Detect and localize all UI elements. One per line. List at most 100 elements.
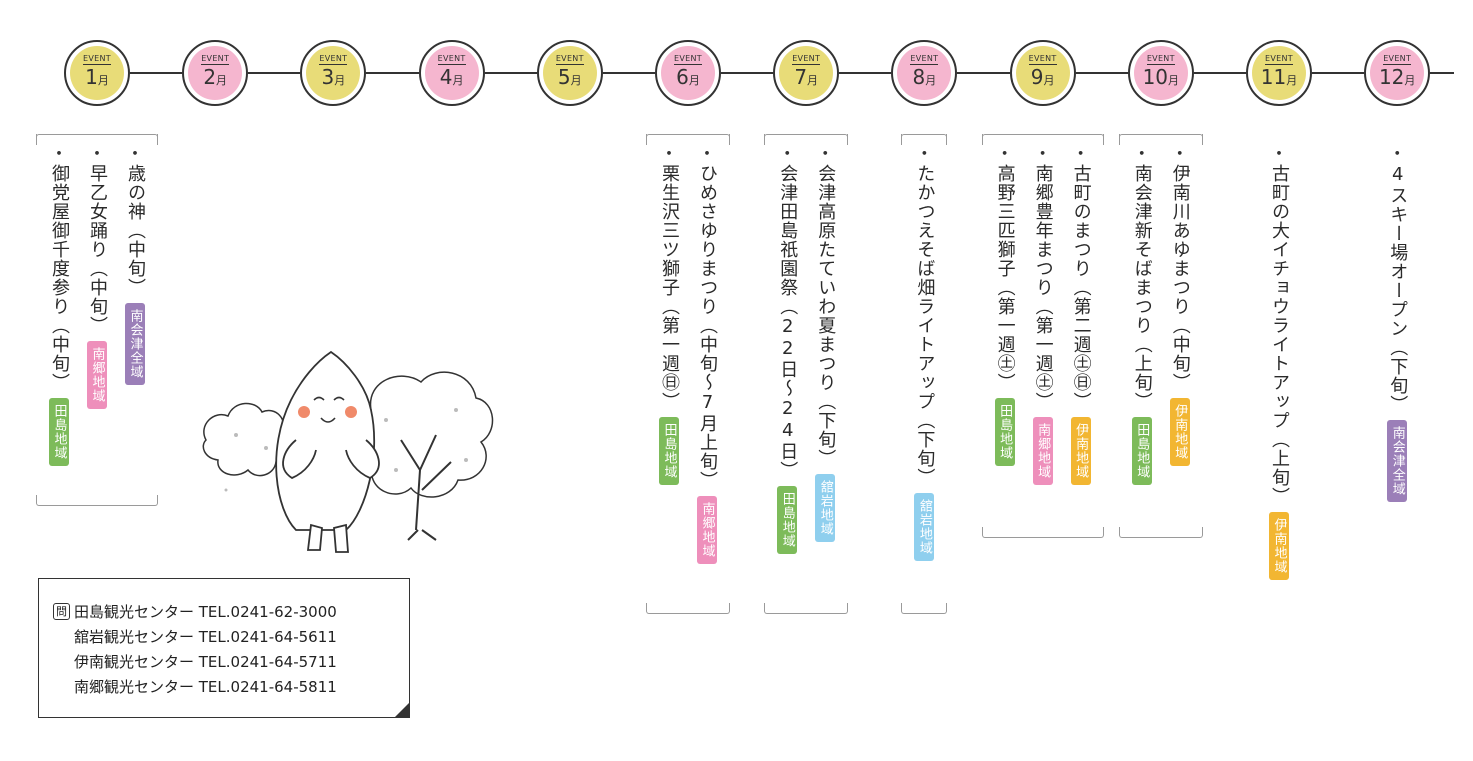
- area-tag: 舘岩地域: [914, 493, 935, 561]
- bullet: ・: [50, 144, 68, 165]
- area-tag: 田島地域: [49, 398, 69, 466]
- event-group-bracket: [36, 134, 158, 506]
- month-label: 7月: [794, 66, 818, 92]
- event-name: 古町のまつり（第二週㊏㊐）: [1070, 164, 1092, 411]
- month-number: 10: [1142, 64, 1169, 89]
- month-unit: 月: [97, 73, 109, 87]
- month-unit: 月: [1168, 73, 1180, 87]
- timeline-connector: [957, 72, 1010, 74]
- event-label: EVENT: [674, 53, 702, 65]
- event-item: ・南郷豊年まつり（第一週㊏） 南郷地域: [1027, 144, 1059, 485]
- event-name: 会津田島祇園祭（22日〜24日）: [777, 164, 799, 480]
- event-name: 古町の大イチョウライトアップ（上旬）: [1269, 164, 1290, 506]
- event-name: たかつえそば畑ライトアップ（下旬）: [914, 164, 936, 487]
- timeline-connector: [1075, 72, 1128, 74]
- event-item: ・会津田島祇園祭（22日〜24日）田島地域: [771, 146, 803, 554]
- event-item: ・4スキー場オープン（下旬）南会津全域: [1381, 146, 1413, 502]
- event-name: 4スキー場オープン（下旬）: [1387, 164, 1409, 414]
- month-number: 7: [794, 64, 808, 89]
- timeline-connector: [1312, 72, 1365, 74]
- contact-row: 伊南観光センター TEL.0241-64-5711: [53, 649, 395, 674]
- month-unit: 月: [570, 73, 582, 87]
- month-number: 4: [439, 64, 453, 89]
- event-name: 南郷豊年まつり（第一週㊏）: [1032, 164, 1054, 411]
- area-tag: 南郷地域: [1032, 417, 1053, 485]
- event-name: 歳の神（中旬）: [125, 164, 146, 297]
- event-label: EVENT: [1265, 53, 1293, 65]
- event-label: EVENT: [437, 53, 466, 65]
- month-number: 3: [321, 64, 335, 89]
- area-tag: 南郷地域: [87, 341, 107, 409]
- bullet: ・: [995, 144, 1014, 165]
- bullet: ・: [88, 144, 106, 165]
- bullet: ・: [1071, 144, 1090, 165]
- month-number: 1: [85, 64, 98, 89]
- event-name: 栗生沢三ツ獅子（第一週㊐）: [659, 164, 680, 411]
- month-label: 10月: [1143, 66, 1179, 92]
- event-group-bracket: [901, 134, 948, 614]
- month-number: 11: [1260, 64, 1287, 89]
- month-label: 3月: [322, 66, 346, 92]
- bullet: ・: [915, 144, 934, 165]
- event-group-bracket: [981, 134, 1104, 538]
- event-name: 南会津新そばまつり（上旬）: [1131, 164, 1153, 411]
- contact-text: 南郷観光センター TEL.0241-64-5811: [74, 678, 337, 696]
- month-unit: 月: [216, 73, 228, 87]
- month-unit: 月: [452, 73, 464, 87]
- bullet: ・: [126, 144, 144, 165]
- contact-row: 問田島観光センター TEL.0241-62-3000: [53, 599, 395, 624]
- bullet: ・: [1033, 144, 1052, 165]
- area-tag: 田島地域: [659, 417, 679, 485]
- timeline-connector: [721, 72, 774, 74]
- contact-text: 田島観光センター TEL.0241-62-3000: [74, 603, 337, 621]
- event-item: ・歳の神（中旬） 南会津全域: [119, 144, 151, 385]
- month-number: 12: [1378, 64, 1405, 89]
- area-tag: 田島地域: [994, 398, 1015, 466]
- event-label: EVENT: [792, 53, 821, 65]
- corner-fold: [394, 702, 410, 718]
- month-unit: 月: [334, 73, 346, 87]
- contact-box: 問田島観光センター TEL.0241-62-3000 舘岩観光センター TEL.0…: [38, 578, 410, 718]
- event-item: ・ひめさゆりまつり（中旬〜7月上旬）南郷地域: [691, 146, 723, 564]
- event-name: 早乙女踊り（中旬）: [87, 164, 108, 335]
- month-number: 6: [676, 64, 689, 89]
- contact-text: 舘岩観光センター TEL.0241-64-5611: [74, 628, 337, 646]
- month-label: 6月: [676, 66, 700, 92]
- month-label: 8月: [913, 66, 937, 92]
- area-tag: 南会津全域: [1387, 420, 1408, 502]
- area-tag: 南会津全域: [125, 303, 145, 385]
- timeline-connector: [248, 72, 301, 74]
- month-number: 9: [1030, 64, 1044, 89]
- timeline-connector: [484, 72, 537, 74]
- event-label: EVENT: [910, 53, 939, 65]
- event-label: EVENT: [319, 53, 348, 65]
- month-label: 2月: [203, 66, 227, 92]
- area-tag: 田島地域: [1131, 417, 1152, 485]
- month-unit: 月: [688, 73, 700, 87]
- event-item: ・高野三匹獅子（第一週㊏） 田島地域: [989, 144, 1021, 466]
- event-label: EVENT: [1028, 53, 1057, 65]
- month-number: 5: [557, 64, 571, 89]
- event-name: 高野三匹獅子（第一週㊏）: [994, 164, 1016, 392]
- timeline-connector: [839, 72, 892, 74]
- event-item: ・御党屋御千度参り（中旬）田島地域: [43, 144, 75, 466]
- event-item: ・栗生沢三ツ獅子（第一週㊐）田島地域: [653, 146, 685, 485]
- event-label: EVENT: [1146, 53, 1175, 65]
- timeline-connector: [130, 72, 183, 74]
- event-item: ・早乙女踊り（中旬） 南郷地域: [81, 144, 113, 409]
